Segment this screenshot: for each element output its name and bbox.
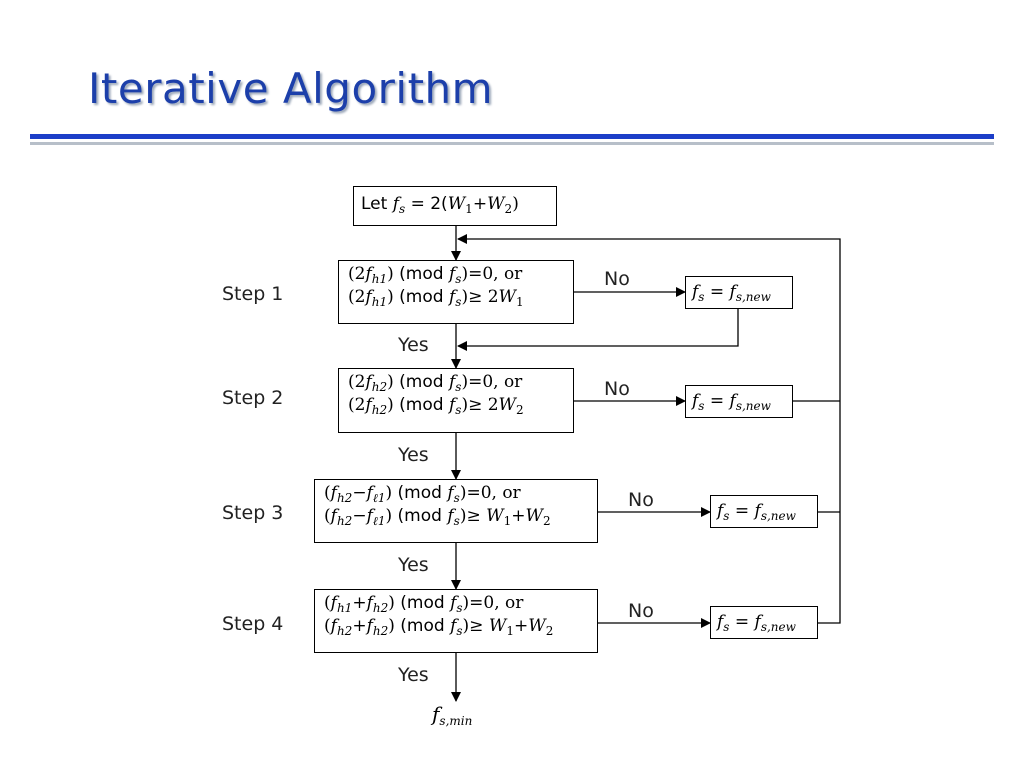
flow-loop-step1 [457,309,739,351]
step-4-condition: (fh1+fh2) (mod fs)=0, or (fh2+fh2) (mod … [314,589,598,653]
no-label-3: No [628,489,654,511]
update-box-1: fs = fs,new [685,276,793,309]
final-output: fs,min [432,702,473,728]
step-1-label: Step 1 [222,283,284,305]
step-2-label: Step 2 [222,387,284,409]
step-2-condition: (2fh2) (mod fs)=0, or (2fh2) (mod fs)≥ 2… [338,368,574,433]
yes-label-4: Yes [398,664,429,686]
step-3-condition: (fh2−fℓ1) (mod fs)=0, or (fh2−fℓ1) (mod … [314,479,598,543]
update-box-3: fs = fs,new [710,495,818,528]
title-rule-gray [30,142,994,145]
no-label-2: No [604,378,630,400]
step-1-condition: (2fh1) (mod fs)=0, or (2fh1) (mod fs)≥ 2… [338,260,574,324]
slide-title: Iterative Algorithm [88,64,494,113]
flow-loop-main [457,234,841,624]
update-box-2: fs = fs,new [685,385,793,418]
yes-label-3: Yes [398,554,429,576]
update-box-4: fs = fs,new [710,606,818,639]
no-label-1: No [604,268,630,290]
title-rule-blue [30,134,994,139]
start-box: Let fs = 2(W1+W2) [353,186,557,226]
step-4-label: Step 4 [222,613,284,635]
yes-label-2: Yes [398,444,429,466]
yes-label-1: Yes [398,334,429,356]
step-3-label: Step 3 [222,502,284,524]
no-label-4: No [628,600,654,622]
